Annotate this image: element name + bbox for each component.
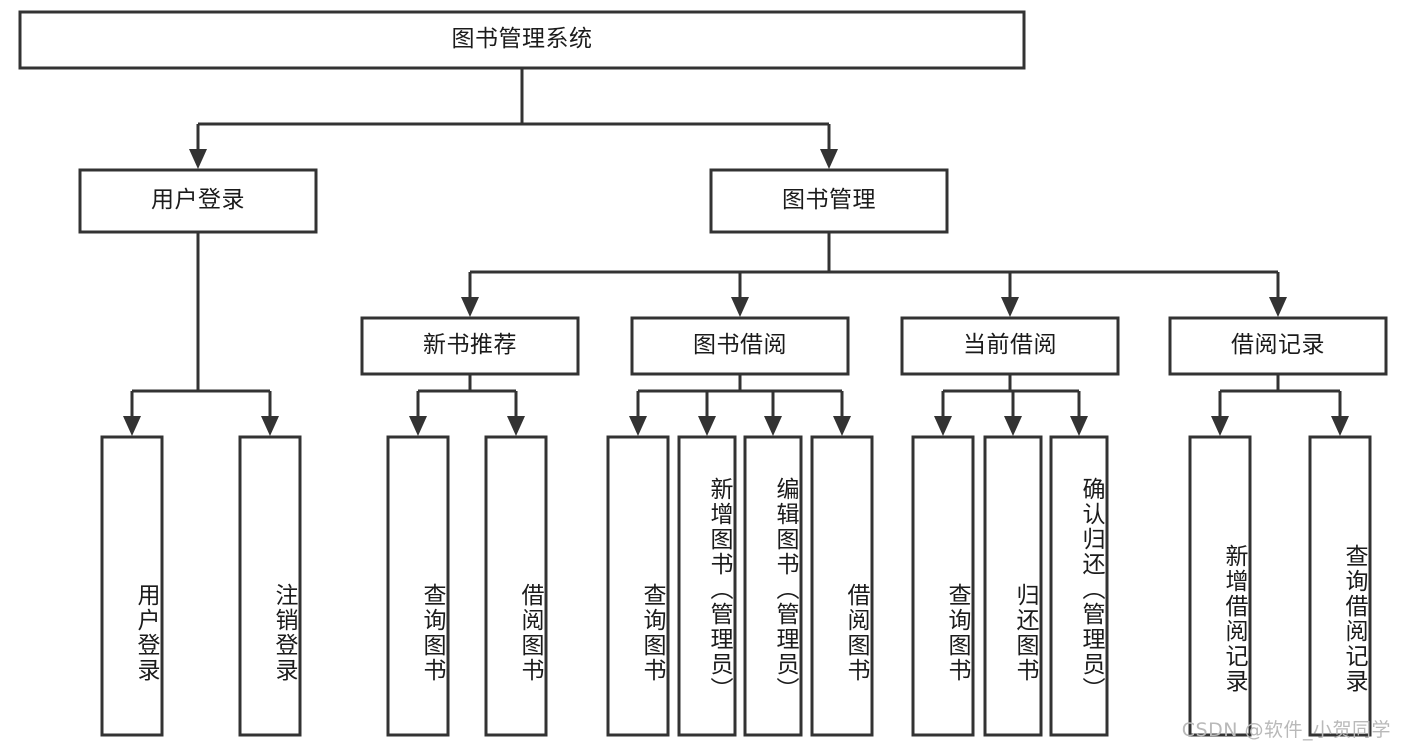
arrow-head-icon-leaf-add-record — [1211, 416, 1229, 436]
arrow-head-icon-leaf-borrow-book — [833, 416, 851, 436]
node-box-leaf-query-record[interactable] — [1308, 435, 1372, 737]
arrow-head-icon-leaf-query-book-current — [934, 416, 952, 436]
node-box-leaf-query-book-borrow[interactable] — [606, 435, 670, 737]
node-box-leaf-query-book-current[interactable] — [911, 435, 975, 737]
node-box-leaf-return-book[interactable] — [983, 435, 1043, 737]
arrow-head-icon-leaf-return-book — [1004, 416, 1022, 436]
node-box-leaf-add-book[interactable] — [677, 435, 737, 737]
arrow-head-icon-book-borrow — [731, 297, 749, 317]
node-box-leaf-query-book-rec[interactable] — [386, 435, 450, 737]
arrow-head-icon-leaf-user-logout — [261, 416, 279, 436]
node-box-leaf-borrow-book[interactable] — [810, 435, 874, 737]
node-box-user-login[interactable] — [78, 168, 318, 234]
arrow-head-icon-leaf-borrow-book-rec — [507, 416, 525, 436]
arrow-head-icon-leaf-user-login — [123, 416, 141, 436]
node-box-leaf-add-record[interactable] — [1188, 435, 1252, 737]
node-box-book-borrow[interactable] — [630, 316, 850, 376]
arrow-head-icon-book-manage — [820, 149, 838, 169]
arrow-head-icon-leaf-query-record — [1331, 416, 1349, 436]
node-box-borrow-record[interactable] — [1168, 316, 1388, 376]
node-box-leaf-user-logout[interactable] — [238, 435, 302, 737]
node-box-leaf-user-login[interactable] — [100, 435, 164, 737]
node-box-leaf-confirm-return[interactable] — [1049, 435, 1109, 737]
node-box-root[interactable] — [18, 10, 1026, 70]
arrow-head-icon-new-book-rec — [461, 297, 479, 317]
node-box-current-borrow[interactable] — [900, 316, 1120, 376]
node-box-new-book-rec[interactable] — [360, 316, 580, 376]
arrow-head-icon-leaf-add-book — [698, 416, 716, 436]
arrow-head-icon-leaf-edit-book — [764, 416, 782, 436]
arrow-head-icon-leaf-query-book-borrow — [629, 416, 647, 436]
watermark-text: CSDN @软件_小贺同学 — [1181, 719, 1391, 741]
arrow-head-icon-borrow-record — [1269, 297, 1287, 317]
arrow-head-icon-leaf-query-book-rec — [409, 416, 427, 436]
node-box-leaf-edit-book[interactable] — [743, 435, 803, 737]
arrow-head-icon-leaf-confirm-return — [1070, 416, 1088, 436]
node-box-book-manage[interactable] — [709, 168, 949, 234]
arrow-head-icon-current-borrow — [1001, 297, 1019, 317]
arrow-head-icon-user-login — [189, 149, 207, 169]
node-box-leaf-borrow-book-rec[interactable] — [484, 435, 548, 737]
